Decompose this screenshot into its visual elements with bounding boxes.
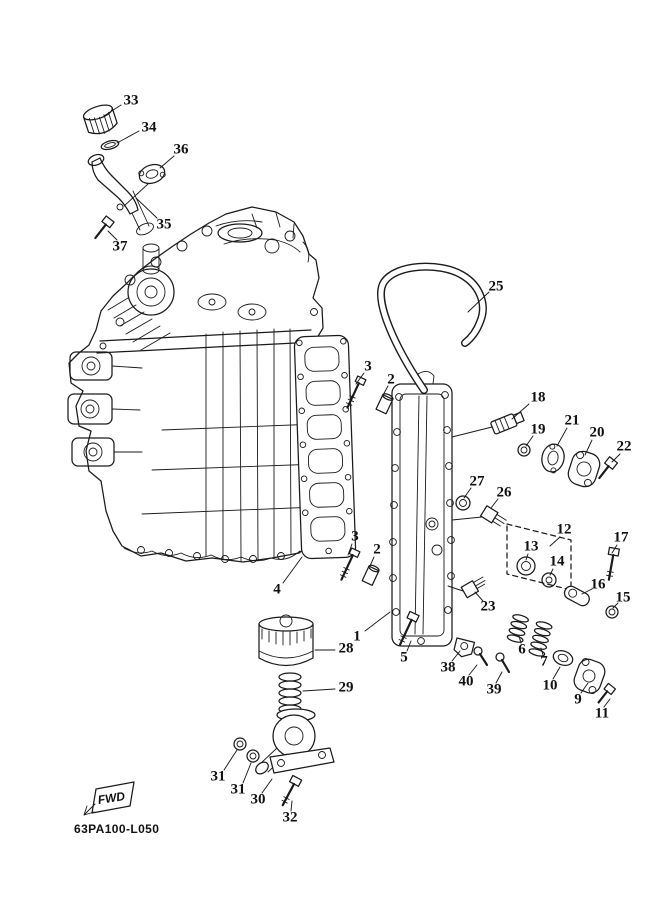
gasket-21 (541, 443, 565, 474)
filler-neck-35 (87, 153, 149, 215)
part-code: 63PA100-L050 (74, 822, 160, 836)
oil-filter (258, 614, 314, 667)
dashed-group-12 (506, 523, 572, 591)
spring-6 (506, 614, 529, 643)
filler-cap-33 (82, 104, 118, 135)
collar-2-lower (361, 564, 380, 586)
bolt-39 (495, 652, 511, 674)
bolt-11 (597, 682, 617, 704)
oring-27 (455, 495, 471, 511)
collar-2-upper (375, 393, 394, 415)
thermostat-cover-20 (567, 450, 601, 488)
fwd-flag: FWD (83, 781, 135, 816)
oring-31-a (233, 737, 247, 751)
washer-19 (517, 443, 531, 457)
valve-16 (563, 585, 590, 607)
cover-plate (389, 371, 455, 647)
fitting-18 (490, 411, 525, 435)
bolt-3-upper (345, 375, 367, 409)
cover-9 (573, 658, 606, 694)
fwd-label: FWD (97, 789, 127, 807)
plug-26 (479, 505, 507, 527)
oil-filler-assembly (82, 104, 166, 240)
oil-strainer-assembly (255, 708, 335, 775)
oring-31-b (246, 749, 260, 763)
bolt-40 (473, 646, 489, 667)
gasket-10 (552, 649, 574, 667)
breather-hose (377, 262, 487, 394)
gasket-36 (138, 163, 166, 185)
spring-7 (528, 621, 553, 657)
engine-block (67, 190, 324, 563)
bolt-17 (606, 546, 620, 581)
bolt-37 (94, 215, 115, 240)
seat-14 (541, 572, 557, 588)
bolt-32 (281, 774, 303, 807)
bolt-3-lower (339, 547, 361, 581)
bolt-5 (398, 610, 420, 646)
spring-29 (278, 672, 302, 714)
oring-34 (100, 139, 120, 151)
cylinder-gasket (293, 334, 357, 560)
leader-lines (103, 104, 621, 812)
washer-15 (605, 605, 619, 619)
seat-13 (516, 556, 536, 576)
plug-23 (460, 576, 486, 599)
